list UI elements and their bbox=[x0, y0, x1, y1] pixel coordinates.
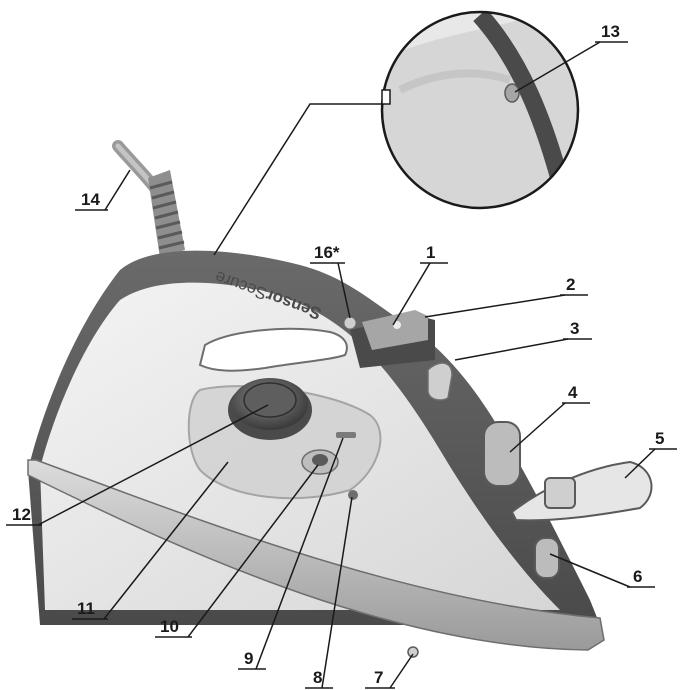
callout-5: 5 bbox=[655, 429, 664, 448]
handle-opening bbox=[198, 327, 348, 372]
indicator-light bbox=[343, 316, 357, 330]
callout-3: 3 bbox=[570, 319, 579, 338]
soleplate-tip bbox=[407, 646, 419, 658]
zoom-inset bbox=[213, 10, 580, 256]
spray-button[interactable] bbox=[483, 421, 521, 487]
cord-bend-protector bbox=[148, 170, 185, 258]
callout-4: 4 bbox=[568, 383, 578, 402]
callout-7: 7 bbox=[374, 668, 383, 687]
callout-1: 1 bbox=[426, 243, 435, 262]
callout-12: 12 bbox=[12, 505, 31, 524]
steam-boost-button[interactable] bbox=[427, 362, 453, 401]
callout-8: 8 bbox=[313, 668, 322, 687]
callout-13: 13 bbox=[601, 22, 620, 41]
callout-9: 9 bbox=[244, 649, 253, 668]
temperature-dial[interactable] bbox=[228, 378, 312, 440]
water-filler-opening[interactable] bbox=[301, 449, 339, 475]
callout-16: 16* bbox=[314, 243, 340, 262]
callout-11: 11 bbox=[77, 599, 95, 618]
callout-10: 10 bbox=[160, 617, 179, 636]
min-level-mark bbox=[348, 490, 358, 500]
spray-nozzle-cover[interactable] bbox=[510, 460, 653, 522]
callout-6: 6 bbox=[633, 567, 642, 586]
soleplate bbox=[27, 459, 605, 651]
control-panel[interactable] bbox=[350, 310, 435, 368]
lower-control-button[interactable] bbox=[534, 537, 560, 579]
max-fill-mark bbox=[336, 432, 356, 438]
callout-2: 2 bbox=[566, 275, 575, 294]
callout-14: 14 bbox=[81, 190, 100, 209]
